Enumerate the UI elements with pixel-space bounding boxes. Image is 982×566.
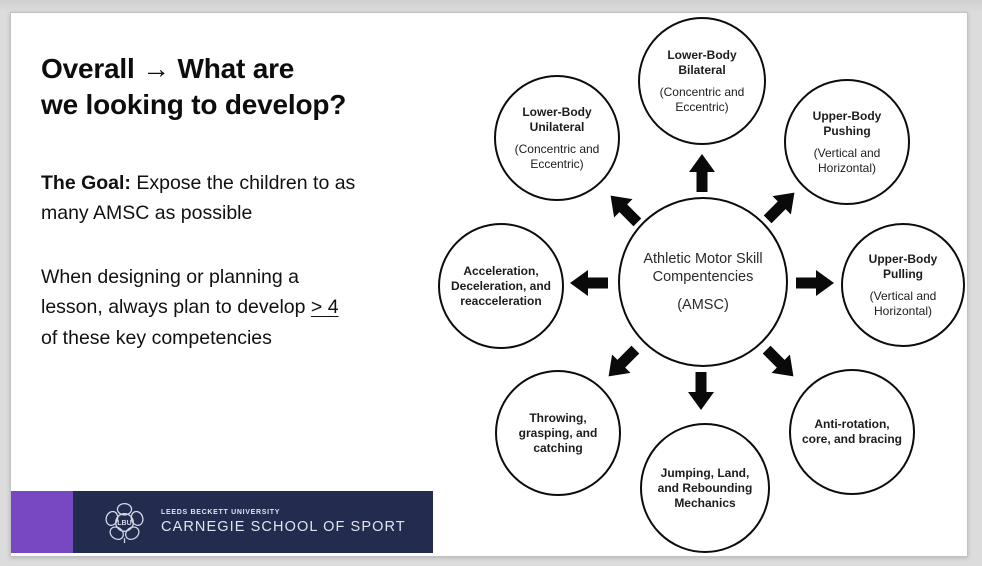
arrow-down-icon [686, 372, 716, 410]
node-upper-body-pulling: Upper-Body Pulling (Vertical and Horizon… [841, 223, 965, 347]
plan-text-pre: When designing or planning a lesson, alw… [41, 266, 306, 319]
purple-accent-block [11, 491, 73, 553]
lbu-rose-icon: LBU [105, 502, 144, 543]
node-title: Upper-Body Pushing [812, 108, 882, 138]
node-acceleration: Acceleration, Deceleration, and reaccele… [438, 223, 564, 349]
node-subtitle: (AMSC) [677, 296, 729, 313]
node-upper-body-pushing: Upper-Body Pushing (Vertical and Horizon… [784, 79, 910, 205]
node-subtitle: (Vertical and Horizontal) [813, 145, 881, 175]
arrow-up-right-icon [757, 182, 805, 230]
lbu-monogram: LBU [117, 520, 131, 527]
node-title: Acceleration, Deceleration, and reaccele… [450, 263, 552, 308]
node-lower-body-bilateral: Lower-Body Bilateral (Concentric and Ecc… [638, 17, 766, 145]
school-name: CARNEGIE SCHOOL OF SPORT [161, 519, 406, 535]
logo-text-block: LEEDS BECKETT UNIVERSITY CARNEGIE SCHOOL… [161, 509, 406, 535]
arrow-up-icon [687, 154, 717, 192]
plan-text-post: of these key competencies [41, 326, 272, 349]
university-name: LEEDS BECKETT UNIVERSITY [161, 509, 281, 516]
node-title: Athletic Motor Skill Compentencies [643, 251, 763, 286]
node-title: Lower-Body Bilateral [667, 47, 737, 77]
goal-paragraph: The Goal: Expose the children to as many… [41, 168, 433, 228]
goal-label: The Goal: [41, 171, 131, 194]
node-throwing-catching: Throwing, grasping, and catching [495, 370, 621, 496]
node-subtitle: (Vertical and Horizontal) [869, 288, 937, 318]
footer-banner: LBU LEEDS BECKETT UNIVERSITY CARNEGIE SC… [11, 491, 433, 553]
node-jumping-landing: Jumping, Land, and Rebounding Mechanics [640, 423, 770, 553]
plan-paragraph: When designing or planning a lesson, alw… [41, 262, 433, 353]
university-logo-bar: LBU LEEDS BECKETT UNIVERSITY CARNEGIE SC… [73, 491, 433, 553]
arrow-down-right-icon [756, 339, 804, 387]
node-title: Jumping, Land, and Rebounding Mechanics [657, 465, 753, 510]
text-column: Overall → What are we looking to develop… [41, 51, 433, 387]
node-title: Throwing, grasping, and catching [518, 410, 598, 455]
node-subtitle: (Concentric and Eccentric) [659, 84, 745, 114]
arrow-left-icon [570, 268, 608, 298]
node-title: Lower-Body Unilateral [522, 104, 592, 134]
node-lower-body-unilateral: Lower-Body Unilateral (Concentric and Ec… [494, 75, 620, 201]
plan-threshold: > 4 [310, 296, 339, 319]
arrow-down-left-icon [598, 339, 646, 387]
node-anti-rotation: Anti-rotation, core, and bracing [789, 369, 915, 495]
arrow-right-icon [796, 268, 834, 298]
node-subtitle: (Concentric and Eccentric) [514, 141, 600, 171]
node-amsc-center: Athletic Motor Skill Compentencies (AMSC… [618, 197, 788, 367]
slide-canvas: Overall → What are we looking to develop… [10, 12, 968, 557]
arrow-up-left-icon [600, 185, 648, 233]
node-title: Upper-Body Pulling [868, 251, 938, 281]
node-title: Anti-rotation, core, and bracing [801, 417, 903, 446]
slide-title: Overall → What are we looking to develop… [41, 53, 347, 121]
goal-text: Expose the children to as many AMSC as p… [41, 171, 356, 224]
